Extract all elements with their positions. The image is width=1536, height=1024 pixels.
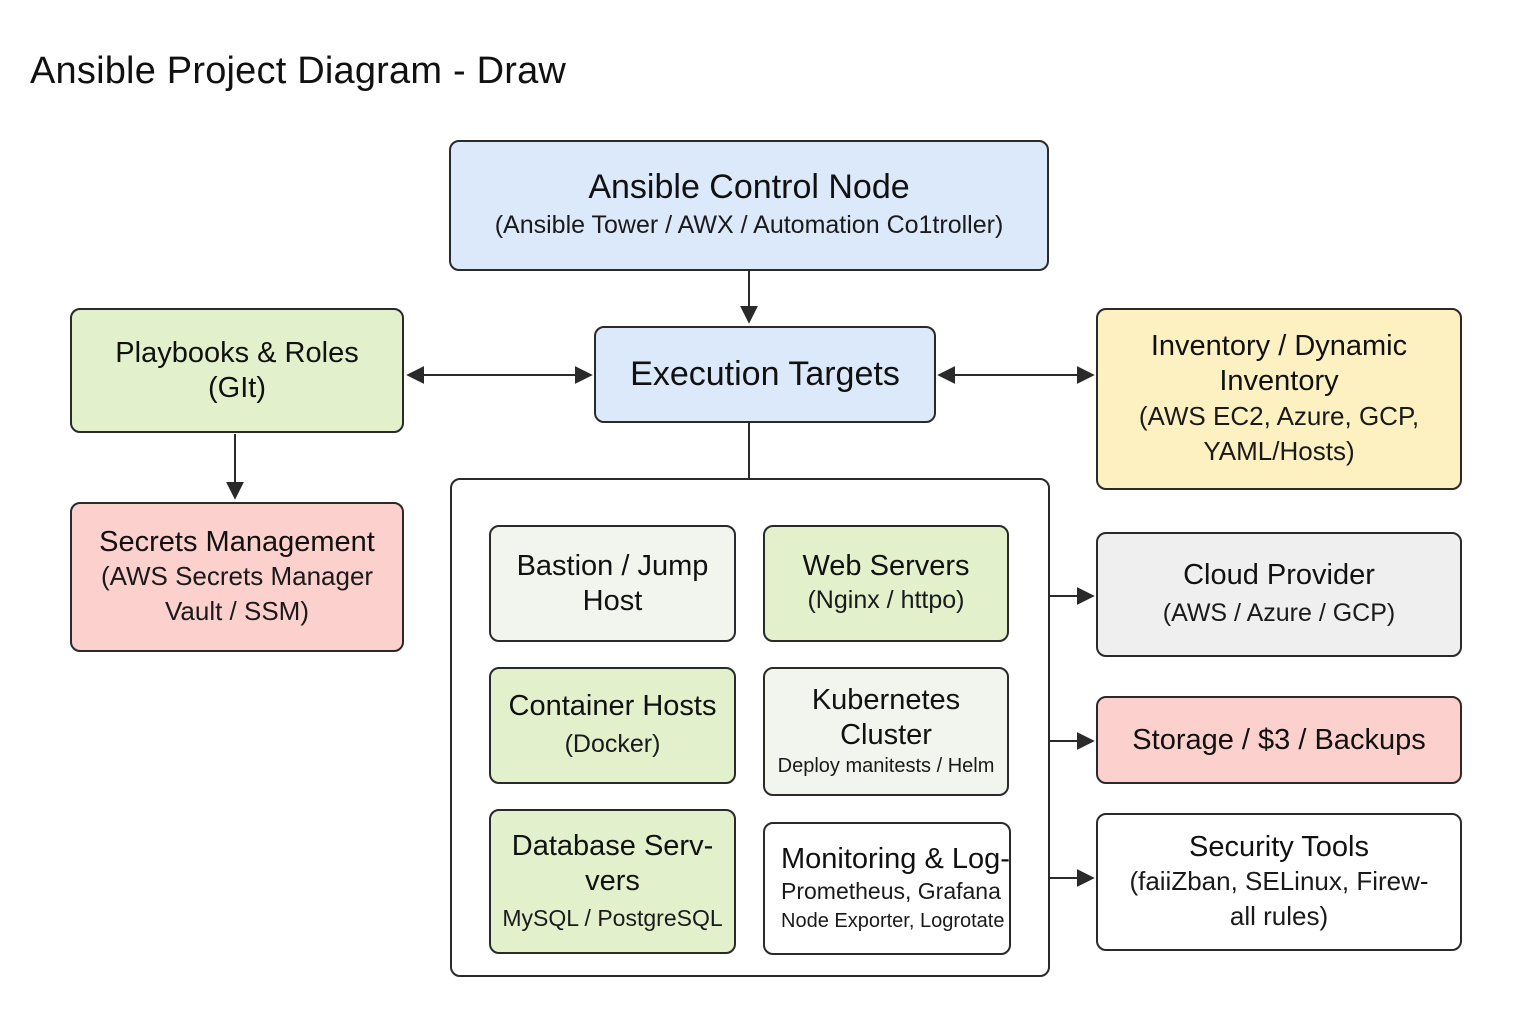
security-tools-line1: (faiiZban, SELinux, Firew- — [1129, 866, 1429, 897]
playbooks-subtitle: (GIt) — [208, 371, 266, 404]
container-hosts-node: Container Hosts (Docker) — [489, 667, 736, 784]
bastion-line1: Bastion / Jump — [516, 549, 709, 582]
security-tools-line2: all rules) — [1229, 901, 1329, 932]
kubernetes-line1: Kubernetes — [811, 683, 961, 716]
inventory-node: Inventory / Dynamic Inventory (AWS EC2, … — [1096, 308, 1462, 490]
control-node: Ansible Control Node (Ansible Tower / AW… — [449, 140, 1049, 271]
monitoring-node: Monitoring & Log- Prometheus, Grafana No… — [763, 822, 1011, 955]
execution-targets-node: Execution Targets — [594, 326, 936, 423]
inventory-line4: YAML/Hosts) — [1203, 435, 1355, 466]
monitoring-line2: Node Exporter, Logrotate — [781, 910, 1005, 933]
kubernetes-node: Kubernetes Cluster Deploy manitests / He… — [763, 667, 1009, 796]
playbooks-node: Playbooks & Roles (GIt) — [70, 308, 404, 433]
control-node-title: Ansible Control Node — [588, 168, 910, 207]
kubernetes-line2: Cluster — [840, 718, 932, 751]
database-note: MySQL / PostgreSQL — [502, 904, 723, 931]
web-servers-node: Web Servers (Nginx / httpo) — [763, 525, 1009, 642]
container-hosts-title: Container Hosts — [508, 690, 717, 723]
inventory-line3: (AWS EC2, Azure, GCP, — [1138, 400, 1420, 431]
inventory-line1: Inventory / Dynamic — [1150, 330, 1408, 363]
secrets-line1: (AWS Secrets Manager — [100, 561, 374, 592]
database-line1: Database Serv- — [511, 830, 714, 863]
container-hosts-subtitle: (Docker) — [564, 730, 661, 759]
cloud-provider-title: Cloud Provider — [1183, 559, 1375, 592]
storage-node: Storage / $3 / Backups — [1096, 696, 1462, 784]
cloud-provider-subtitle: (AWS / Azure / GCP) — [1162, 599, 1396, 628]
cloud-provider-node: Cloud Provider (AWS / Azure / GCP) — [1096, 532, 1462, 657]
security-tools-title: Security Tools — [1189, 830, 1369, 863]
execution-targets-title: Execution Targets — [630, 354, 900, 393]
storage-title: Storage / $3 / Backups — [1132, 723, 1426, 756]
kubernetes-note: Deploy manitests / Helm — [777, 755, 995, 778]
web-servers-title: Web Servers — [802, 550, 970, 583]
bastion-line2: Host — [582, 584, 643, 617]
monitoring-line1: Prometheus, Grafana — [781, 878, 1001, 905]
playbooks-title: Playbooks & Roles — [115, 336, 359, 369]
bastion-node: Bastion / Jump Host — [489, 525, 736, 642]
database-line2: vers — [585, 864, 640, 897]
diagram-title: Ansible Project Diagram - Draw — [30, 50, 567, 92]
security-tools-node: Security Tools (faiiZban, SELinux, Firew… — [1096, 813, 1462, 951]
secrets-title: Secrets Management — [99, 525, 375, 558]
control-node-subtitle: (Ansible Tower / AWX / Automation Co1tro… — [494, 211, 1004, 240]
secrets-node: Secrets Management (AWS Secrets Manager … — [70, 502, 404, 652]
inventory-line2: Inventory — [1219, 364, 1339, 397]
monitoring-title: Monitoring & Log- — [781, 842, 1010, 875]
web-servers-subtitle: (Nginx / httpo) — [807, 586, 965, 615]
secrets-line2: Vault / SSM) — [164, 596, 309, 627]
database-servers-node: Database Serv- vers MySQL / PostgreSQL — [489, 809, 736, 954]
